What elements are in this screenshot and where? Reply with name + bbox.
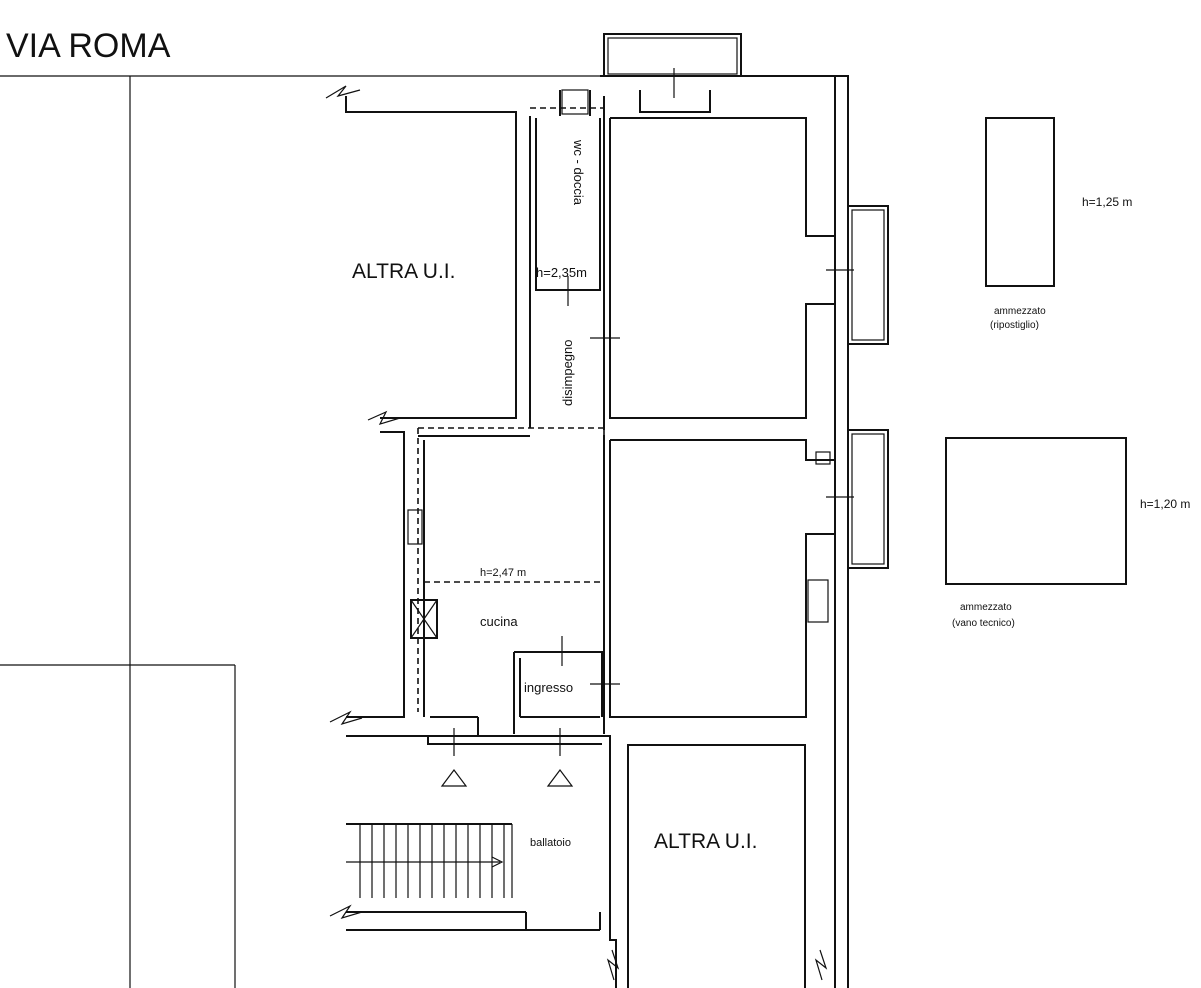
room-label-entrance: ingresso xyxy=(524,680,573,695)
unit-label-bottom-right: ALTRA U.I. xyxy=(654,830,757,853)
mezzanine-technical xyxy=(945,437,1127,585)
street-label: VIA ROMA xyxy=(6,27,171,65)
top-balcony xyxy=(603,33,742,77)
mezzanine-caption-storage-line2: (ripostiglio) xyxy=(990,320,1039,331)
side-balcony-upper xyxy=(847,205,889,345)
interior-walls xyxy=(407,89,835,930)
entry-triangle-icons xyxy=(440,769,574,787)
door-marks xyxy=(453,68,854,756)
adjacent-parcels xyxy=(0,75,600,988)
flue-icon xyxy=(410,599,438,639)
mezzanine-height-technical: h=1,20 m xyxy=(1140,497,1190,511)
mezzanine-caption-technical-line1: ammezzato xyxy=(960,602,1012,613)
room-label-hallway: disimpegno xyxy=(560,340,575,407)
break-marks xyxy=(325,85,828,981)
side-balcony-lower xyxy=(847,429,889,569)
outer-walls xyxy=(345,75,849,988)
mezzanine-caption-technical-line2: (vano tecnico) xyxy=(952,618,1015,629)
room-label-landing: ballatoio xyxy=(530,837,571,849)
stair-icon xyxy=(346,823,513,898)
room-height-bathroom: h=2,35m xyxy=(536,265,587,280)
room-label-bathroom: wc - doccia xyxy=(571,139,586,206)
dashed-boundaries xyxy=(417,107,605,712)
mezzanine-caption-storage-line1: ammezzato xyxy=(994,306,1046,317)
room-height-kitchen: h=2,47 m xyxy=(480,567,526,579)
room-label-kitchen: cucina xyxy=(480,614,518,629)
mezzanine-height-storage: h=1,25 m xyxy=(1082,195,1132,209)
unit-label-left: ALTRA U.I. xyxy=(352,260,455,283)
mezzanine-storage xyxy=(985,117,1055,287)
